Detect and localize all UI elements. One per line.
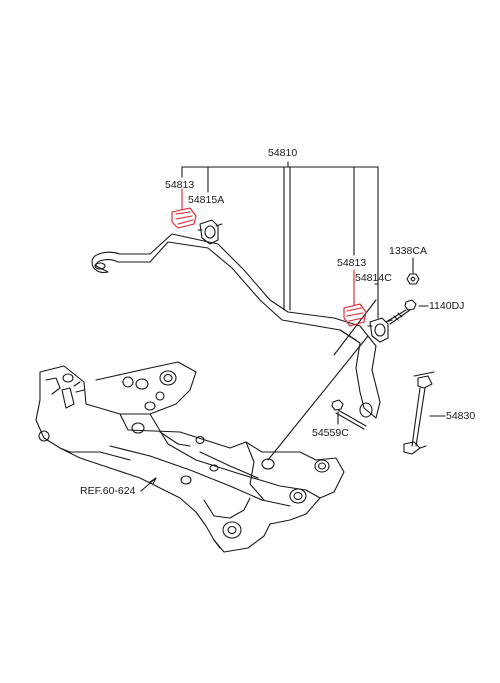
stabilizer-link [403,371,435,455]
label-nut: 1338CA [389,245,427,257]
lower-bolt [331,399,367,430]
label-clamp-left: 54815A [188,194,225,206]
crossmember-subframe [35,361,345,553]
bolt [385,299,417,325]
label-bushing-right: 54813 [337,257,367,269]
clamp-right [367,317,393,343]
label-bolt: 1140DJ [429,300,465,312]
label-clamp-right: 54814C [355,272,392,284]
bushing-left-red [171,188,197,229]
stabilizer-bar [91,233,381,419]
callout-lines [140,161,446,492]
nut [406,273,420,285]
label-reference: REF.60-624 [80,485,136,497]
label-stabilizer-bar: 54810 [268,147,298,159]
label-lower-bolt: 54559C [312,427,349,439]
label-bushing-left: 54813 [165,179,195,191]
label-link: 54830 [446,410,476,422]
bushing-right-red [343,269,367,327]
clamp-left [197,219,223,245]
